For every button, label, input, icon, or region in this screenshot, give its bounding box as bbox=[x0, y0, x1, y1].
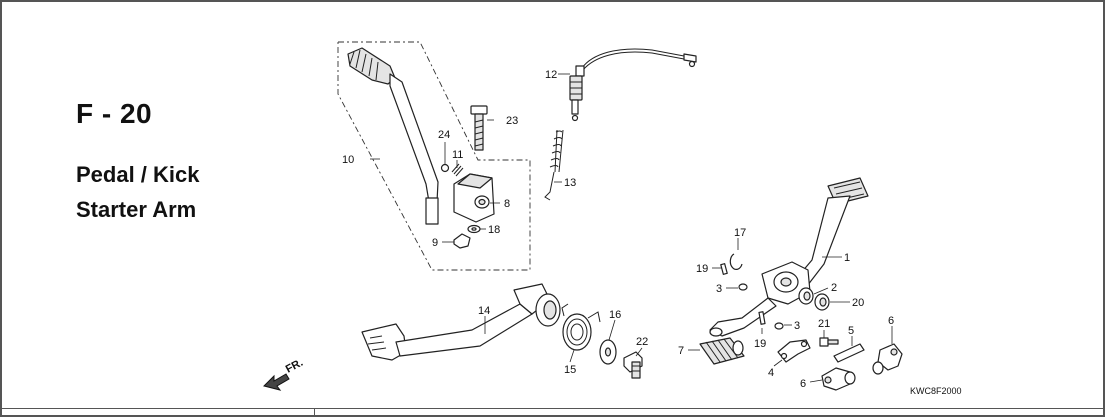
exploded-parts-drawing: 23 24 11 10 8 18 9 12 13 14 15 16 22 1 1… bbox=[263, 41, 962, 396]
callout-12: 12 bbox=[545, 69, 557, 81]
washer-3-lower-part bbox=[774, 322, 784, 330]
callout-19-upper: 19 bbox=[696, 263, 708, 275]
callout-4: 4 bbox=[768, 367, 774, 379]
dust-seal-20-part bbox=[814, 293, 830, 311]
bolt-23-part bbox=[470, 105, 488, 151]
callout-22: 22 bbox=[636, 336, 648, 348]
brake-cable-12-part bbox=[569, 48, 697, 122]
kick-starter-group-boundary bbox=[337, 41, 531, 271]
callout-9: 9 bbox=[432, 237, 438, 249]
callout-16: 16 bbox=[609, 309, 621, 321]
callout-21: 21 bbox=[818, 318, 830, 330]
callout-3-upper: 3 bbox=[716, 283, 722, 295]
callout-23: 23 bbox=[506, 115, 518, 127]
pin-19-upper-part bbox=[720, 263, 728, 275]
return-spring-13-part bbox=[544, 129, 564, 201]
shift-rod-5-part bbox=[833, 343, 865, 363]
bolt-22-part bbox=[623, 351, 643, 379]
bottom-border-strip bbox=[2, 408, 1103, 415]
callout-13: 13 bbox=[564, 177, 576, 189]
kick-starter-arm-part bbox=[347, 47, 439, 225]
section-title-line-2: Starter Arm bbox=[76, 197, 197, 222]
drawing-code: KWC8F2000 bbox=[910, 386, 962, 396]
brake-pedal-14-part bbox=[361, 283, 561, 361]
callout-3-lower: 3 bbox=[794, 320, 800, 332]
callout-17: 17 bbox=[734, 227, 746, 239]
washer-3-upper-part bbox=[738, 283, 748, 291]
washer-16-part bbox=[599, 339, 617, 365]
callout-8: 8 bbox=[504, 198, 510, 210]
gear-change-pedal-1-part bbox=[709, 177, 869, 337]
circlip-17-part bbox=[729, 253, 743, 270]
callout-2: 2 bbox=[831, 282, 837, 294]
return-spring-15-part bbox=[561, 303, 601, 351]
callout-15: 15 bbox=[564, 364, 576, 376]
pin-19-lower-part bbox=[758, 311, 766, 325]
callout-5: 5 bbox=[848, 325, 854, 337]
callout-11: 11 bbox=[452, 149, 463, 161]
bolt-21-part bbox=[819, 337, 839, 347]
callout-6-right: 6 bbox=[888, 315, 894, 327]
callout-20: 20 bbox=[852, 297, 864, 309]
callout-14: 14 bbox=[478, 305, 490, 317]
callout-24: 24 bbox=[438, 129, 450, 141]
washer-24-part bbox=[440, 163, 450, 173]
callout-18: 18 bbox=[488, 224, 500, 236]
front-direction-arrow-icon: FR. bbox=[263, 357, 305, 391]
callout-1: 1 bbox=[844, 252, 850, 264]
joint-6-left-part bbox=[821, 367, 856, 391]
nut-9-part bbox=[453, 233, 471, 249]
callout-6-left: 6 bbox=[800, 378, 806, 390]
joint-6-right-part bbox=[872, 343, 903, 375]
section-title-line-1: Pedal / Kick bbox=[76, 162, 200, 187]
callout-19-lower: 19 bbox=[754, 338, 766, 350]
pin-11-part bbox=[451, 163, 464, 177]
front-direction-label: FR. bbox=[284, 357, 305, 376]
callout-7: 7 bbox=[678, 345, 684, 357]
link-bracket-4-part bbox=[777, 339, 811, 363]
callout-10: 10 bbox=[342, 154, 354, 166]
footpeg-rubber-7-part bbox=[699, 337, 745, 365]
kick-boss-8-part bbox=[453, 173, 495, 223]
bottom-strip-divider bbox=[314, 409, 315, 415]
oil-seal-2-part bbox=[798, 287, 814, 305]
section-code: F - 20 bbox=[76, 98, 153, 129]
washer-18-part bbox=[467, 224, 481, 234]
